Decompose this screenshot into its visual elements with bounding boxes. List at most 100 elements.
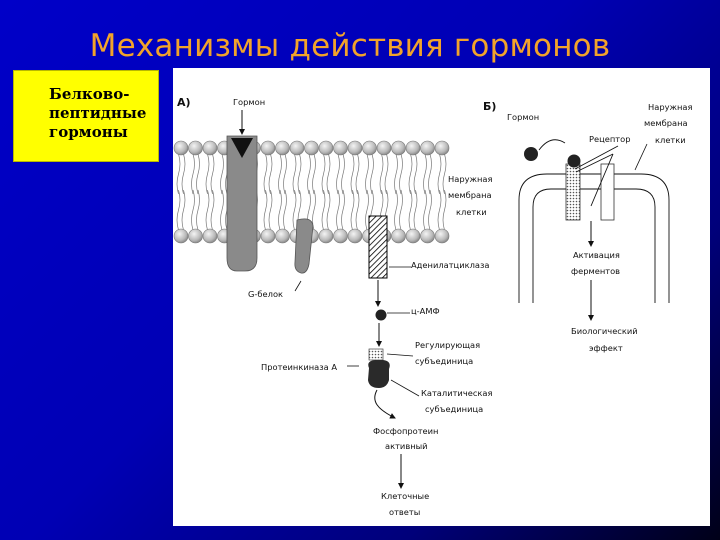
lipid-head	[202, 140, 218, 156]
lipid-tail	[350, 153, 355, 195]
lipid-tail	[394, 153, 398, 195]
lipid-tail	[437, 153, 442, 195]
g-protein-label: G-белок	[248, 289, 283, 299]
lipid-tail	[268, 189, 273, 231]
lipid-tail	[268, 153, 273, 195]
lipid-tail	[220, 153, 224, 195]
lipid-head	[188, 140, 203, 156]
panel-a-membrane-line3: клетки	[456, 207, 487, 217]
lipid-head	[405, 140, 421, 156]
lipid-tail	[365, 189, 369, 231]
lipid-tail	[205, 153, 210, 195]
biological-effect-line1: Биологический	[571, 326, 638, 336]
g-protein	[294, 218, 314, 274]
lipid-tail	[336, 189, 340, 231]
lipid-head	[362, 140, 377, 156]
lipid-head	[391, 140, 406, 156]
lipid-tail	[355, 153, 360, 195]
lipid-tail	[326, 153, 331, 195]
lipid-tail	[283, 153, 287, 195]
lipid-tail	[181, 153, 186, 195]
lipid-head	[376, 140, 392, 156]
lipid-tail	[408, 189, 413, 231]
lipid-tail	[394, 189, 398, 231]
lipid-head	[173, 140, 189, 156]
lipid-head	[420, 140, 435, 156]
lipid-head	[318, 140, 334, 156]
lipid-tail	[350, 189, 355, 231]
hormone-class-text: Белково- пептидные гормоны	[49, 85, 147, 141]
panel-b-membrane-line1: Наружная	[648, 102, 692, 112]
lipid-head	[318, 228, 334, 244]
lipid-tail	[413, 189, 418, 231]
protein-kinase-label: Протеинкиназа А	[261, 362, 337, 372]
lipid-tail	[413, 153, 418, 195]
lipid-head	[202, 228, 218, 244]
lipid-tail	[307, 153, 311, 195]
lipid-tail	[341, 189, 345, 231]
lipid-tail	[210, 189, 215, 231]
lipid-tail	[379, 153, 384, 195]
hormone-triangle	[231, 138, 253, 158]
lipid-head	[391, 228, 406, 244]
panel-a-hormone-label: Гормон	[233, 97, 265, 107]
lipid-tail	[437, 189, 442, 231]
lipid-tail	[442, 153, 447, 195]
lipid-head	[275, 228, 290, 244]
lipid-tail	[365, 153, 369, 195]
catalytic-subunit	[368, 360, 390, 388]
lipid-tail	[220, 189, 224, 231]
lipid-tail	[399, 153, 403, 195]
lipid-head	[304, 140, 319, 156]
receptor-label: Рецептор	[589, 134, 630, 144]
biological-effect-line2: эффект	[589, 343, 623, 353]
panel-b-membrane-line3: клетки	[655, 135, 686, 145]
lipid-tail	[384, 153, 389, 195]
lipid-tail	[191, 189, 195, 231]
lipid-head	[347, 140, 363, 156]
lipid-tail	[278, 153, 282, 195]
lipid-head	[275, 140, 290, 156]
panel-b-receptor-head	[567, 154, 581, 168]
lipid-tail	[297, 153, 302, 195]
lipid-head	[289, 140, 305, 156]
regulatory-line1: Регулирующая	[415, 340, 480, 350]
lipid-tail	[210, 153, 215, 195]
lipid-tail	[408, 153, 413, 195]
lipid-head	[347, 228, 363, 244]
panel-b-receptor-left	[565, 163, 581, 221]
catalytic-line1: Каталитическая	[421, 388, 492, 398]
lipid-tail	[336, 153, 340, 195]
lipid-tail	[283, 189, 287, 231]
lipid-tail	[428, 153, 432, 195]
panel-b-hormone-molecule	[524, 147, 538, 161]
lipid-tail	[428, 189, 432, 231]
panel-b-cell-membrane	[518, 173, 670, 303]
cell-responses-line2: ответы	[389, 507, 420, 517]
lipid-tail	[341, 153, 345, 195]
camp-label: ц-АМФ	[411, 306, 440, 316]
lipid-tail	[423, 153, 427, 195]
mechanism-figure: А) Гормон Наружная мембрана клетки Адени…	[173, 68, 710, 526]
panel-b-marker: Б)	[483, 100, 496, 113]
lipid-head	[260, 140, 276, 156]
lipid-head	[420, 228, 435, 244]
enzyme-activation-line1: Активация	[573, 250, 620, 260]
lipid-tail	[278, 189, 282, 231]
lipid-tail	[205, 189, 210, 231]
panel-a-membrane-line2: мембрана	[448, 190, 492, 200]
camp-molecule	[375, 309, 387, 321]
panel-b-hormone-label: Гормон	[507, 112, 539, 122]
lipid-tail	[312, 153, 316, 195]
lipid-head	[260, 228, 276, 244]
panel-b-receptor-right	[600, 163, 615, 221]
lipid-tail	[263, 153, 268, 195]
membrane-receptor	[226, 135, 258, 272]
lipid-tail	[176, 189, 181, 231]
mechanism-diagram: А) Гормон Наружная мембрана клетки Адени…	[173, 96, 692, 517]
lipid-tail	[321, 189, 326, 231]
regulatory-line2: субъединица	[415, 356, 473, 366]
adenylate-cyclase-block	[368, 215, 388, 279]
cell-responses-line1: Клеточные	[381, 491, 429, 501]
lipid-tail	[196, 189, 200, 231]
